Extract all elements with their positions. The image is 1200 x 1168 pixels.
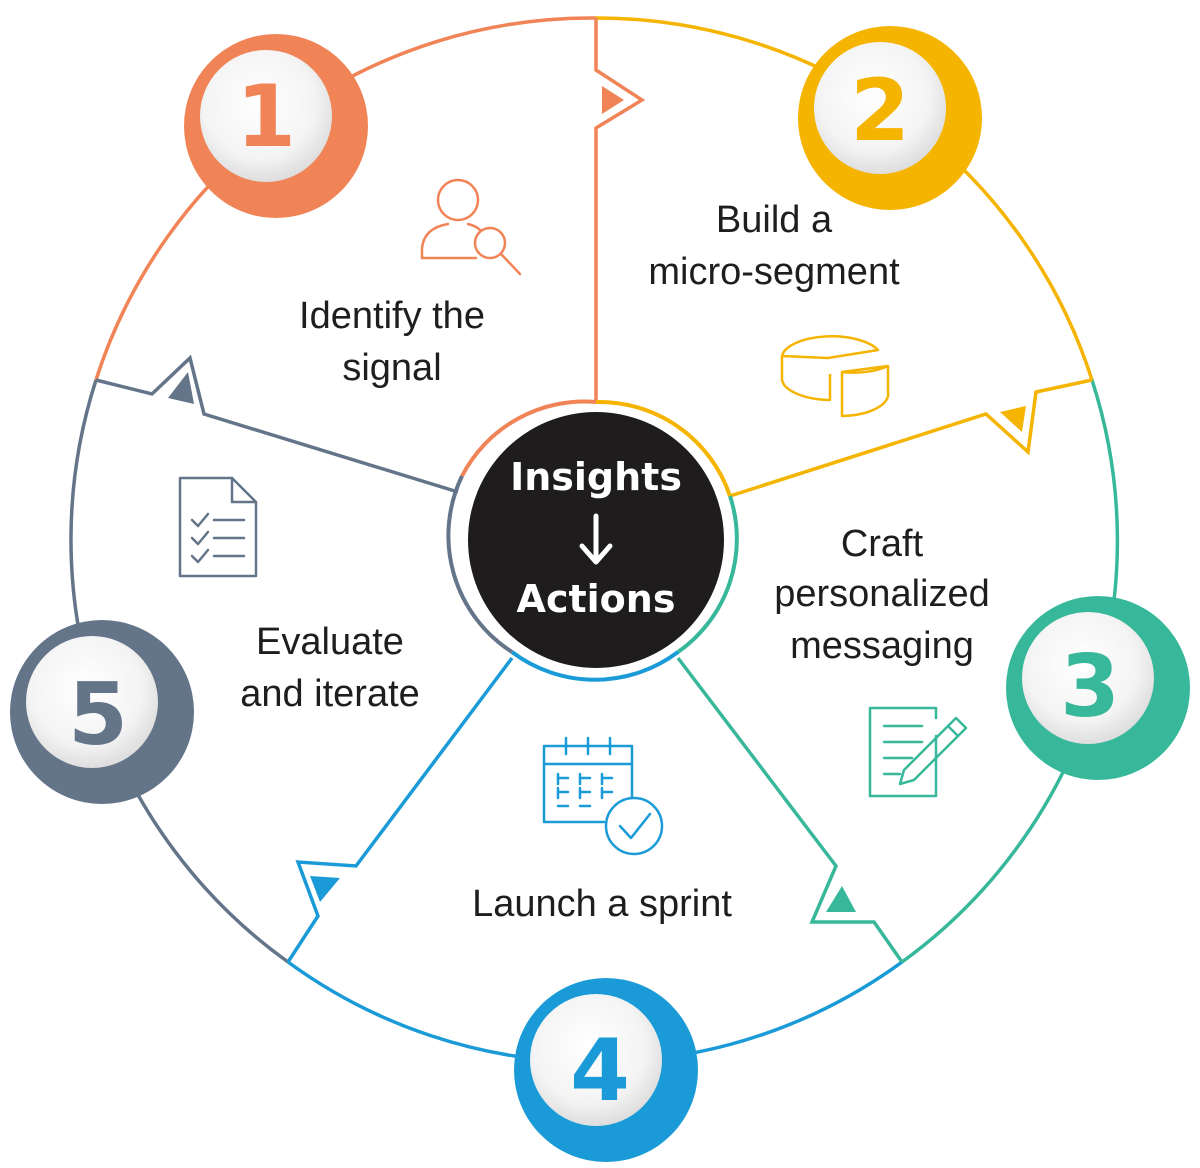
calendar-check-icon [542, 736, 664, 856]
step-5-label: Evaluate and iterate [240, 621, 420, 715]
badge-2-number: 2 [850, 61, 910, 161]
badge-5-number: 5 [68, 665, 128, 765]
hub-ring-segment-3 [676, 495, 739, 654]
badge-3-number: 3 [1060, 637, 1120, 737]
hub-line-2: Actions [517, 577, 676, 621]
badge-1-number: 1 [236, 67, 296, 167]
step-1-label: Identify the signal [299, 295, 485, 389]
document-edit-icon [868, 706, 968, 798]
badge-5: 5 [10, 620, 194, 804]
badge-2: 2 [798, 26, 982, 210]
arrowhead-5 [168, 372, 194, 404]
arrowhead-1 [602, 86, 624, 114]
step-2-label-line-1: Build a [716, 199, 833, 241]
hub-line-1: Insights [510, 455, 682, 499]
step-1-label-line-1: Identify the [299, 295, 485, 337]
arrowhead-2 [1000, 406, 1026, 432]
spokes [95, 18, 1093, 964]
hub-ring-segment-2 [595, 399, 732, 497]
step-2-label-line-2: micro-segment [648, 251, 900, 293]
checklist-icon [178, 476, 258, 578]
arrowhead-4 [310, 876, 340, 902]
badge-1: 1 [184, 34, 368, 218]
user-search-icon [420, 178, 522, 276]
badge-4: 4 [514, 978, 698, 1162]
step-2-label: Build a micro-segment [648, 199, 900, 293]
step-3-label-line-2: personalized [774, 573, 989, 615]
arrowheads [168, 86, 1026, 912]
down-arrow-icon [579, 513, 613, 565]
spoke-5 [95, 354, 459, 494]
step-3-label-line-1: Craft [841, 523, 924, 565]
badge-4-number: 4 [570, 1021, 630, 1121]
spoke-3 [676, 656, 904, 964]
step-4-label: Launch a sprint [472, 883, 732, 925]
pie-chart-icon [780, 335, 890, 418]
step-5-label-line-2: and iterate [240, 673, 420, 715]
spoke-1 [594, 18, 646, 402]
step-1-label-line-2: signal [342, 347, 441, 389]
badge-3: 3 [1006, 596, 1190, 780]
hub-ring-segment-4 [510, 650, 680, 682]
hub: Insights Actions [446, 399, 739, 682]
spoke-2 [729, 378, 1093, 498]
hub-ring-segment-1 [460, 399, 597, 477]
step-4-label-line-1: Launch a sprint [472, 883, 732, 925]
step-3-label-line-3: messaging [790, 625, 974, 667]
arrowhead-3 [826, 886, 856, 912]
step-5-label-line-1: Evaluate [256, 621, 404, 663]
hub-ring-segment-5 [446, 475, 514, 654]
step-3-label: Craft personalized messaging [774, 523, 989, 667]
spoke-4 [286, 656, 514, 963]
